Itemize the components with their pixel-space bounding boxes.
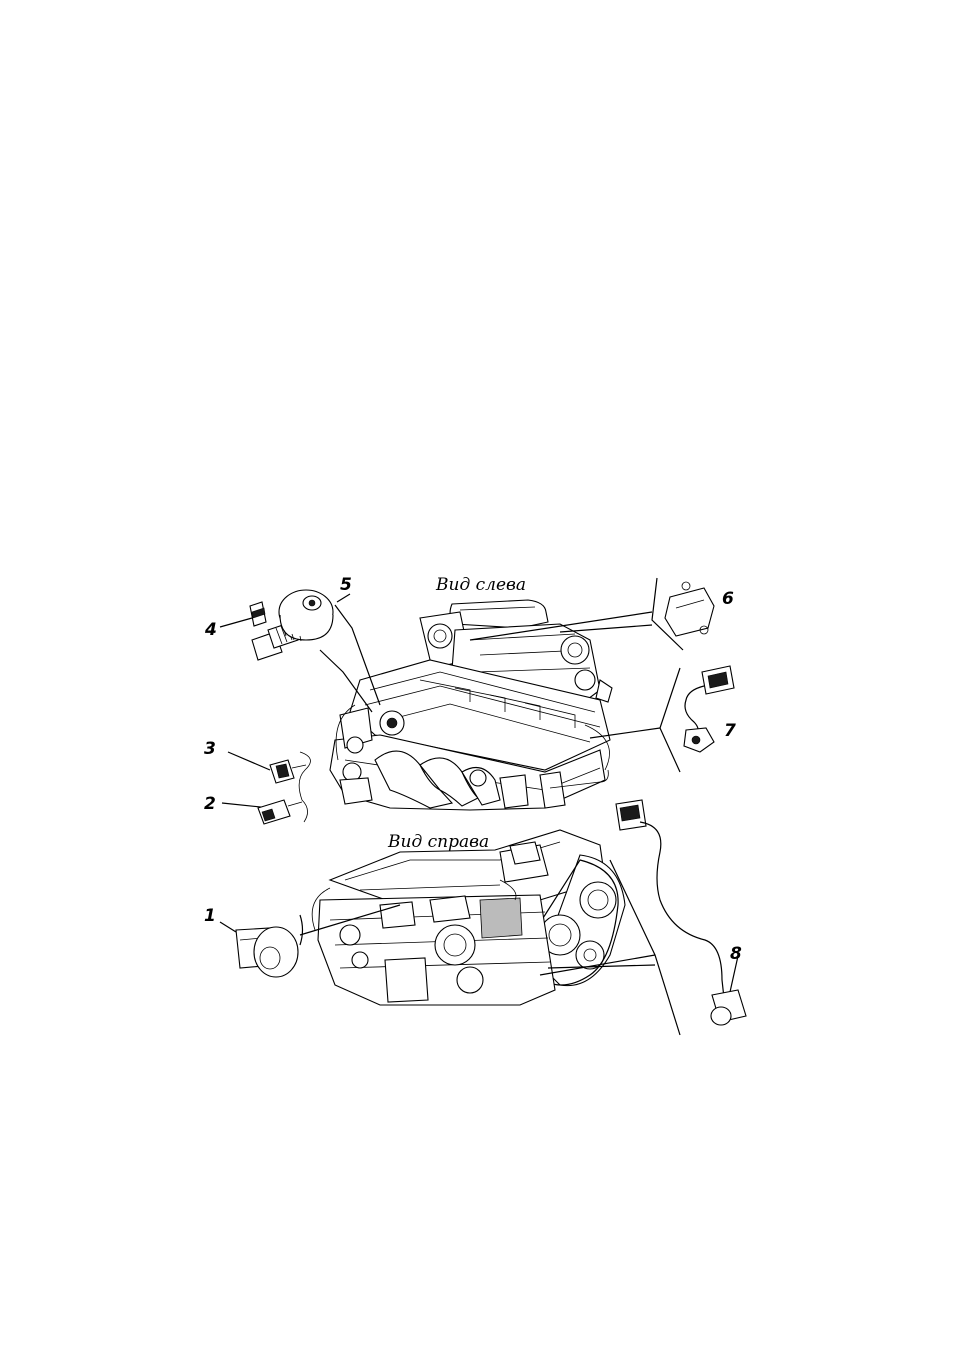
callout-4: 4 [204,620,217,640]
callout-7: 7 [724,721,736,741]
right-view-label: Вид справа [387,832,489,852]
part-5-oil-filter [279,590,333,641]
part-2-sensor [258,800,302,824]
callout-8: 8 [730,944,742,964]
left-view-label: Вид слева [435,575,526,595]
callout-6: 6 [722,589,734,609]
callout-2: 2 [204,794,216,814]
callout-1: 1 [204,906,216,926]
callout-3: 3 [204,739,216,759]
part-3-sensor [270,760,306,783]
callout-5: 5 [340,575,352,595]
part-1-knock-sensor [236,927,298,977]
part-6-sensor [665,582,714,636]
